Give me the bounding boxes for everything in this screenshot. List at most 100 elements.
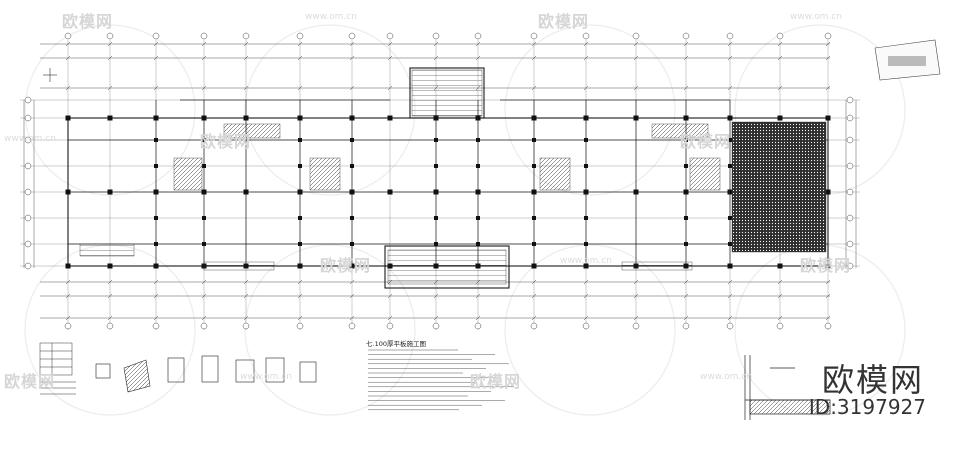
axis-bubble	[64, 322, 72, 330]
column	[65, 115, 71, 121]
column	[532, 216, 536, 220]
column	[387, 189, 393, 195]
column	[65, 263, 71, 269]
column	[201, 189, 207, 195]
column	[202, 164, 206, 168]
watermark-logo: 欧模网	[62, 12, 114, 31]
column	[107, 263, 113, 269]
column	[584, 216, 588, 220]
axis-bubble	[824, 32, 832, 40]
column	[201, 115, 207, 121]
column	[728, 138, 732, 142]
axis-bubble	[348, 322, 356, 330]
axis-bubble	[582, 32, 590, 40]
axis-bubble	[242, 322, 250, 330]
column	[825, 189, 831, 195]
column	[683, 115, 689, 121]
axis-bubble	[632, 32, 640, 40]
watermark-logo: 欧模网	[538, 12, 590, 31]
axis-bubble	[846, 240, 854, 248]
axis-bubble	[296, 322, 304, 330]
column	[202, 216, 206, 220]
watermark-url: www.om.cn	[305, 12, 357, 22]
column	[531, 115, 537, 121]
column	[107, 115, 113, 121]
north-arrow-icon	[43, 68, 57, 82]
axis-bubble	[824, 322, 832, 330]
axis-bubbles	[24, 32, 854, 330]
column	[387, 115, 393, 121]
axis-bubble	[474, 32, 482, 40]
axis-bubble	[386, 32, 394, 40]
axis-bubble	[846, 188, 854, 196]
axis-bubble	[106, 322, 114, 330]
axis-bubble	[632, 322, 640, 330]
column	[531, 189, 537, 195]
brand-id: ID:3197927	[808, 395, 926, 419]
column	[727, 189, 733, 195]
watermark-url: www.om.cn	[790, 12, 842, 22]
axis-bubble	[24, 240, 32, 248]
watermark-logo: 欧模网	[320, 256, 372, 275]
notes-title: 七.100厚平板施工图	[366, 340, 426, 348]
axis-bubble	[152, 32, 160, 40]
column	[153, 115, 159, 121]
column	[584, 164, 588, 168]
column	[433, 115, 439, 121]
column	[728, 216, 732, 220]
axis-bubble	[582, 322, 590, 330]
column	[243, 115, 249, 121]
column	[476, 138, 480, 142]
brand-logo-text: 欧模网	[821, 361, 924, 399]
column	[154, 216, 158, 220]
axis-bubble	[776, 322, 784, 330]
watermark-logo: 欧模网	[680, 132, 732, 151]
axis-bubble	[200, 32, 208, 40]
column	[532, 164, 536, 168]
axis-bubble	[64, 32, 72, 40]
column	[154, 242, 158, 246]
column	[633, 189, 639, 195]
axis-bubble	[846, 114, 854, 122]
axis-bubble	[726, 32, 734, 40]
axis-bubble	[152, 322, 160, 330]
axis-bubble	[24, 136, 32, 144]
axis-bubble	[242, 32, 250, 40]
column	[583, 189, 589, 195]
axis-bubble	[386, 322, 394, 330]
axis-bubble	[530, 32, 538, 40]
watermark-url: www.om.cn	[240, 372, 292, 382]
column	[532, 138, 536, 142]
column	[350, 242, 354, 246]
column	[684, 216, 688, 220]
column	[434, 216, 438, 220]
column	[65, 189, 71, 195]
column	[777, 263, 783, 269]
column	[728, 164, 732, 168]
axis-bubble	[24, 188, 32, 196]
column	[633, 115, 639, 121]
legend-table	[39, 342, 76, 395]
column	[298, 138, 302, 142]
axis-bubble	[846, 162, 854, 170]
column	[476, 164, 480, 168]
watermark-url: www.om.cn	[4, 134, 56, 144]
column	[777, 115, 783, 121]
column	[434, 242, 438, 246]
column	[153, 189, 159, 195]
column	[350, 138, 354, 142]
column	[107, 189, 113, 195]
column	[243, 189, 249, 195]
axis-bubble	[776, 32, 784, 40]
watermark-logo: 欧模网	[470, 372, 522, 391]
column	[297, 115, 303, 121]
column	[349, 115, 355, 121]
interior-walls	[68, 99, 828, 266]
column	[349, 189, 355, 195]
column	[297, 263, 303, 269]
column	[532, 242, 536, 246]
column	[202, 138, 206, 142]
column	[584, 138, 588, 142]
watermark-logo: 欧模网	[800, 256, 852, 275]
column	[298, 242, 302, 246]
